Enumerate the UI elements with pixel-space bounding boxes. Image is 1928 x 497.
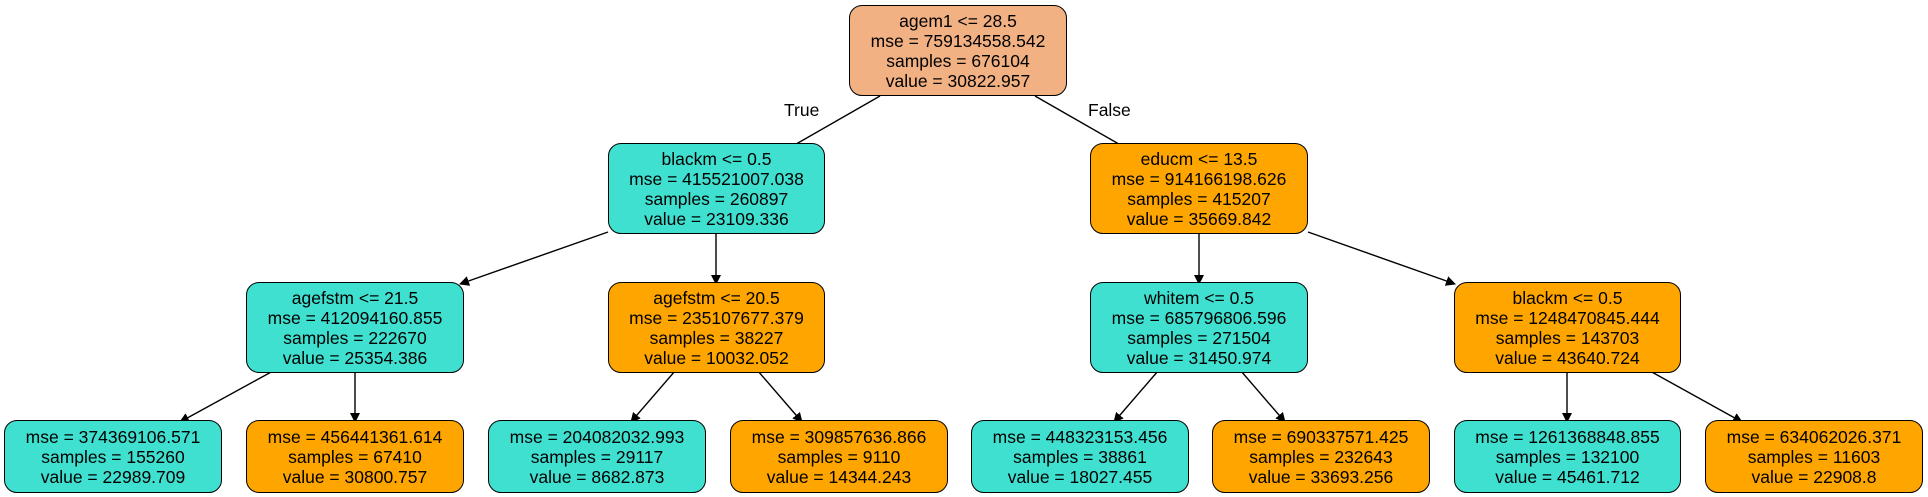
node-split-rule: blackm <= 0.5 (661, 148, 772, 169)
edge-label-false: False (1088, 100, 1131, 120)
edge-n2-n6 (1307, 231, 1456, 286)
node-mse: mse = 914166198.626 (1111, 168, 1287, 189)
node-mse: mse = 690337571.425 (1233, 426, 1409, 447)
node-split-rule: agefstm <= 21.5 (291, 287, 419, 308)
node-samples: samples = 222670 (283, 327, 427, 348)
node-mse: mse = 456441361.614 (267, 426, 443, 447)
node-mse: mse = 374369106.571 (25, 426, 201, 447)
node-value: value = 35669.842 (1126, 208, 1272, 229)
node-value: value = 31450.974 (1126, 347, 1272, 368)
tree-leaf: mse = 374369106.571 samples = 155260 val… (4, 420, 222, 493)
tree-leaf: mse = 634062026.371 samples = 11603 valu… (1705, 420, 1923, 493)
node-samples: samples = 67410 (288, 446, 422, 467)
edge-n3-n7 (179, 370, 274, 423)
node-split-rule: agem1 <= 28.5 (899, 10, 1017, 31)
node-value: value = 8682.873 (529, 466, 665, 487)
node-mse: mse = 448323153.456 (992, 426, 1168, 447)
node-split-rule: educm <= 13.5 (1140, 148, 1258, 169)
tree-leaf: mse = 448323153.456 samples = 38861 valu… (971, 420, 1189, 493)
tree-leaf: mse = 690337571.425 samples = 232643 val… (1212, 420, 1430, 493)
node-samples: samples = 271504 (1127, 327, 1271, 348)
node-value: value = 30822.957 (885, 70, 1031, 91)
node-samples: samples = 11603 (1747, 446, 1881, 467)
edge-n6-n14 (1649, 370, 1743, 423)
node-mse: mse = 1248470845.444 (1475, 307, 1660, 328)
tree-node: blackm <= 0.5 mse = 415521007.038 sample… (608, 143, 825, 234)
node-value: value = 14344.243 (766, 466, 912, 487)
edge-label-true: True (784, 100, 820, 120)
node-split-rule: blackm <= 0.5 (1512, 287, 1623, 308)
node-mse: mse = 204082032.993 (509, 426, 685, 447)
edge-n4-n10 (757, 370, 803, 423)
tree-leaf: mse = 456441361.614 samples = 67410 valu… (246, 420, 464, 493)
tree-leaf: mse = 204082032.993 samples = 29117 valu… (488, 420, 706, 493)
tree-node: agefstm <= 21.5 mse = 412094160.855 samp… (246, 282, 464, 373)
node-mse: mse = 759134558.542 (870, 30, 1046, 51)
node-samples: samples = 29117 (530, 446, 664, 467)
tree-leaf: mse = 1261368848.855 samples = 132100 va… (1454, 420, 1681, 493)
node-value: value = 23109.336 (644, 208, 789, 229)
node-split-rule: whitem <= 0.5 (1144, 287, 1254, 308)
node-samples: samples = 132100 (1495, 446, 1640, 467)
node-samples: samples = 155260 (41, 446, 185, 467)
node-mse: mse = 685796806.596 (1111, 307, 1287, 328)
edge-n1-n3 (459, 231, 609, 286)
edge-n5-n11 (1113, 370, 1159, 423)
node-mse: mse = 634062026.371 (1726, 426, 1902, 447)
edge-n5-n12 (1240, 370, 1286, 423)
node-value: value = 10032.052 (644, 347, 789, 368)
node-mse: mse = 235107677.379 (629, 307, 804, 328)
tree-leaf: mse = 309857636.866 samples = 9110 value… (730, 420, 948, 493)
node-value: value = 22989.709 (40, 466, 186, 487)
node-value: value = 43640.724 (1495, 347, 1640, 368)
node-split-rule: agefstm <= 20.5 (653, 287, 780, 308)
node-mse: mse = 309857636.866 (751, 426, 927, 447)
tree-node-root: agem1 <= 28.5 mse = 759134558.542 sample… (849, 5, 1067, 96)
tree-node: agefstm <= 20.5 mse = 235107677.379 samp… (608, 282, 825, 373)
node-value: value = 33693.256 (1248, 466, 1394, 487)
node-value: value = 25354.386 (282, 347, 428, 368)
node-samples: samples = 9110 (777, 446, 901, 467)
node-mse: mse = 412094160.855 (267, 307, 443, 328)
tree-node: educm <= 13.5 mse = 914166198.626 sample… (1090, 143, 1308, 234)
node-value: value = 30800.757 (282, 466, 428, 487)
node-samples: samples = 38227 (649, 327, 784, 348)
node-value: value = 45461.712 (1495, 466, 1640, 487)
node-value: value = 18027.455 (1007, 466, 1153, 487)
node-samples: samples = 232643 (1249, 446, 1393, 467)
node-mse: mse = 1261368848.855 (1475, 426, 1660, 447)
node-samples: samples = 260897 (644, 188, 789, 209)
tree-node: blackm <= 0.5 mse = 1248470845.444 sampl… (1454, 282, 1681, 373)
node-mse: mse = 415521007.038 (629, 168, 804, 189)
node-value: value = 22908.8 (1751, 466, 1877, 487)
tree-node: whitem <= 0.5 mse = 685796806.596 sample… (1090, 282, 1308, 373)
edge-n4-n9 (630, 370, 676, 423)
node-samples: samples = 676104 (886, 50, 1030, 71)
node-samples: samples = 38861 (1013, 446, 1147, 467)
node-samples: samples = 415207 (1127, 188, 1271, 209)
node-samples: samples = 143703 (1495, 327, 1640, 348)
